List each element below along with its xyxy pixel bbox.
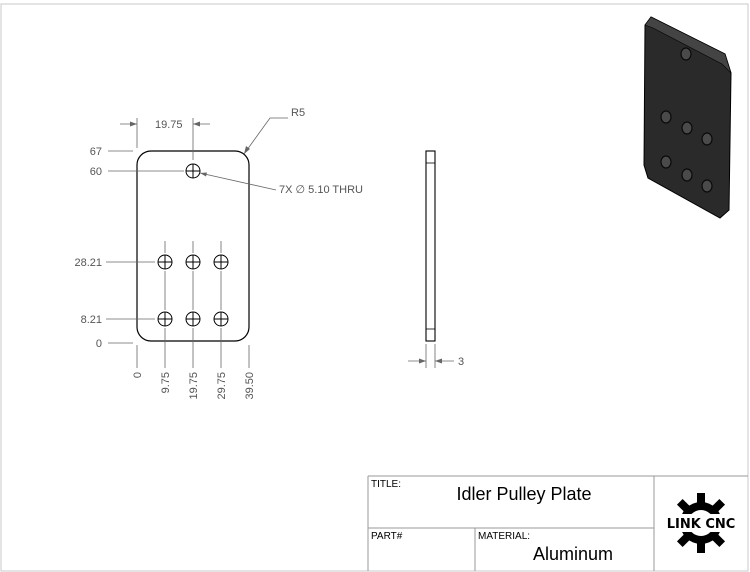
title-value: Idler Pulley Plate	[456, 484, 591, 504]
y-ordinate-0: 0	[96, 338, 102, 350]
x-ordinate-19-75: 19.75	[188, 372, 200, 400]
dimension-lines	[106, 117, 288, 368]
hole-mid-center	[185, 254, 201, 270]
front-view: 19.75 R5 7X ∅ 5.10 THRU 67 60 28.21 8.21…	[74, 107, 363, 400]
hole-bot-left	[157, 311, 173, 327]
y-ordinate-28-21: 28.21	[74, 257, 102, 269]
dimension-arrows	[130, 121, 250, 177]
material-label: MATERIAL:	[478, 531, 530, 542]
hole-callout-label: 7X ∅ 5.10 THRU	[279, 184, 363, 196]
y-ordinate-8-21: 8.21	[81, 314, 102, 326]
title-label: TITLE:	[371, 479, 401, 490]
material-value: Aluminum	[533, 544, 613, 564]
isometric-view	[643, 16, 732, 219]
x-ordinate-39-50: 39.50	[244, 372, 256, 400]
width-dim-label: 19.75	[155, 119, 183, 131]
hole-top	[185, 163, 201, 179]
thickness-dim-label: 3	[458, 356, 464, 368]
logo-text: LINK CNC	[667, 517, 736, 532]
gear-logo-icon: LINK CNC	[658, 493, 744, 553]
x-ordinate-0: 0	[132, 372, 144, 378]
hole-group	[157, 163, 229, 327]
side-view-outline	[425, 150, 436, 342]
hole-mid-right	[213, 254, 229, 270]
hole-bot-center	[185, 311, 201, 327]
y-ordinate-60: 60	[90, 166, 102, 178]
y-ordinate-67: 67	[90, 146, 102, 158]
hole-bot-right	[213, 311, 229, 327]
radius-label: R5	[291, 107, 305, 119]
x-ordinate-29-75: 29.75	[216, 372, 228, 400]
x-ordinate-9-75: 9.75	[160, 372, 172, 393]
sheet-border	[0, 3, 749, 572]
part-label: PART#	[371, 531, 403, 542]
side-view: 3	[408, 150, 464, 368]
title-block: TITLE: Idler Pulley Plate PART# MATERIAL…	[367, 475, 748, 571]
hole-mid-left	[157, 254, 173, 270]
